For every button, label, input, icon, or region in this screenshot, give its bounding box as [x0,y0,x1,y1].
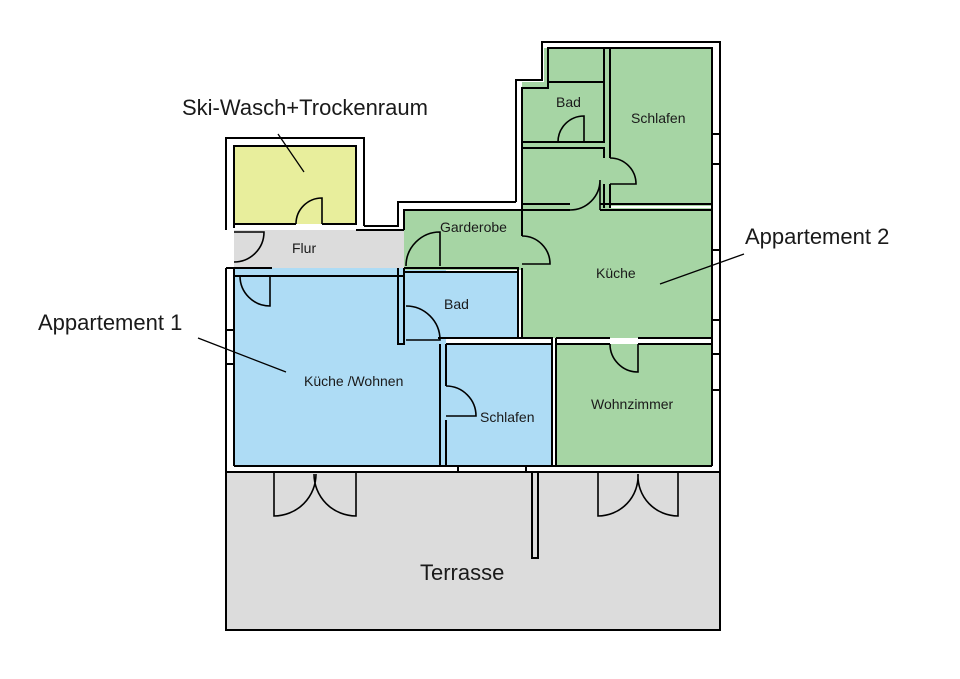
apt2-window-3 [711,353,721,391]
flur-area [234,230,406,268]
apt2-inner-wall [521,47,713,466]
wohnzimmer-door [609,343,639,373]
apartment1-callout: Appartement 1 [38,310,182,335]
garderobe-entry-door [405,231,441,267]
bad1-door [405,305,441,341]
room-label-kueche2: Küche [596,265,636,281]
terrasse-divider [531,472,539,559]
kueche2-top-wall [522,203,712,211]
ski-room-outer-wall [225,137,365,230]
terrace-door-apt1 [273,472,357,517]
apt2-window-1 [711,133,721,165]
room-label-kueche-wohnen: Küche /Wohnen [304,373,403,389]
garderobe-bottom-wall [404,267,519,273]
room-label-schlafen1: Schlafen [480,409,534,425]
room-label-bad2: Bad [556,94,581,110]
garderobe-kitchen-door [521,235,551,265]
wohnzimmer-area [556,344,712,466]
schlafen2-area [608,48,712,206]
leader-lines [197,133,745,373]
schlafen1-area [446,344,552,466]
apt2-outer-wall [515,41,721,472]
ski-room-door [295,197,323,225]
bad1-area [404,272,518,338]
schlafen2-left-wall [603,48,611,208]
kueche2-area [522,208,712,338]
schlafen1-door [445,385,477,417]
room-label-wohnzimmer: Wohnzimmer [591,396,674,412]
apt1-left-window [225,329,235,365]
room-label-terrasse: Terrasse [420,560,504,585]
apartment2-leader [659,253,745,285]
room-label-schlafen2: Schlafen [631,110,685,126]
garderobe-top-wall [403,209,522,230]
bottom-window [457,465,527,473]
apt2-hall-area [522,82,610,210]
doors [233,115,679,517]
bad1-left-wall [397,268,405,345]
room-label-bad1: Bad [444,296,469,312]
terrasse-area [226,472,720,630]
walls [225,41,721,631]
room-label-garderobe: Garderobe [440,219,507,235]
apartment2-callout: Appartement 2 [745,224,889,249]
bad1-bottom-wall [438,337,553,345]
schlafen1-right-wall [551,338,557,466]
flur-entry-door [233,231,265,263]
schlafen2-door [609,157,637,185]
kueche2-top-door [569,179,601,211]
bad2-door [557,115,585,143]
ski-room-callout: Ski-Wasch+Trockenraum [182,95,428,120]
garderobe-area [404,210,524,270]
ski-room-inner-wall [233,145,357,228]
schlafen1-left-wall [439,344,447,466]
terrace-door-apt2 [597,472,679,517]
apt1-entry-door [239,275,271,307]
kueche2-bottom-wall [556,337,712,345]
room-label-flur: Flur [292,240,316,256]
room-fills [226,48,720,630]
labels: Ski-Wasch+Trockenraum Appartement 1 Appa… [38,94,889,585]
apartment1-leader [197,337,287,373]
ski-room-leader [277,133,305,173]
apt2-window-2 [711,249,721,321]
flur-top-wall [364,201,516,227]
bad2-wall [522,81,605,158]
